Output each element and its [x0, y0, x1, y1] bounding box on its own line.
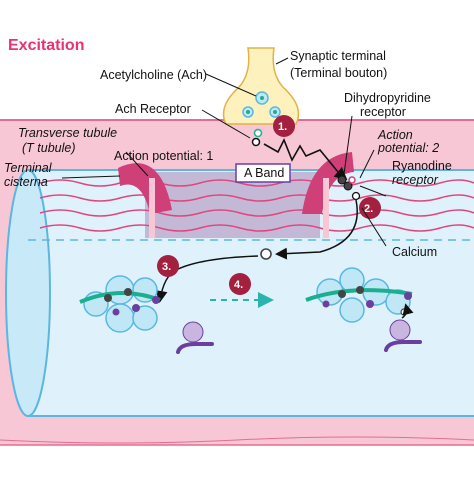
calcium-ion-icon: [351, 191, 361, 201]
transverse-tubule-label: Transverse tubule: [18, 126, 117, 140]
calcium-label: Calcium: [392, 245, 437, 259]
synaptic-terminal: [222, 47, 300, 125]
cisterna-label: cisterna: [4, 175, 48, 189]
step-badge-2: 2.: [359, 197, 381, 219]
t-tubule-label: (T tubule): [22, 141, 76, 155]
myofilament-cluster-left: [79, 275, 161, 333]
svg-text:A Band: A Band: [244, 166, 284, 180]
dihydropyridine-receptor-label: receptor: [360, 105, 406, 119]
ach-molecule: [253, 128, 263, 138]
ach-receptor-label: Ach Receptor: [115, 102, 191, 116]
svg-text:4.: 4.: [234, 279, 243, 291]
action-potential-1-label: Action potential: 1: [114, 149, 213, 163]
a-band-label: A Band: [235, 163, 291, 183]
calcium-ion-icon: [260, 248, 272, 260]
binding-arrow: [401, 303, 414, 319]
acetylcholine-label: Acetylcholine (Ach): [100, 68, 207, 82]
svg-text:1.: 1.: [278, 121, 287, 133]
leader-lines: [61, 57, 387, 247]
dihydropyridine-label: Dihydropyridine: [344, 91, 431, 105]
diagram-title: Excitation: [8, 37, 84, 54]
step-badge-4: 4.: [229, 273, 251, 295]
svg-text:2.: 2.: [364, 203, 373, 215]
svg-text:3.: 3.: [162, 261, 171, 273]
terminal-cisterna-label: Terminal: [4, 161, 53, 175]
action-potential-wave: [263, 138, 348, 181]
ryanodine-label: Ryanodine: [392, 159, 452, 173]
sarcoplasmic-reticulum: [39, 179, 474, 232]
myosin-head-left: [176, 321, 214, 354]
ryanodine-receptor-icon: [348, 176, 356, 184]
myosin-head-right: [384, 319, 422, 352]
calcium-release-arrow: [275, 199, 358, 260]
dihydropyridine-receptor-icon: [343, 181, 353, 191]
dihydropyridine-receptor-icon: [337, 175, 347, 185]
synaptic-terminal-label: Synaptic terminal: [290, 49, 386, 63]
a-band-region: [145, 172, 320, 238]
terminal-bouton-label: (Terminal bouton): [290, 66, 387, 80]
ryanodine-receptor-label: receptor: [392, 173, 439, 187]
terminal-cisterna-left: [118, 163, 172, 214]
action-potential-2b-label: potential: 2: [377, 141, 439, 155]
step-badge-1: 1.: [273, 115, 295, 137]
step-badge-3: 3.: [157, 255, 179, 277]
myofilament-cluster-right: [305, 267, 413, 323]
ach-receptor-marker: [251, 137, 261, 147]
action-potential-2a-label: Action: [377, 128, 413, 142]
